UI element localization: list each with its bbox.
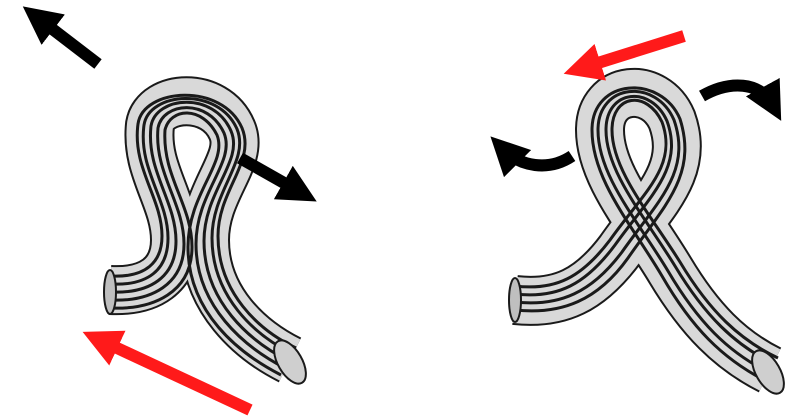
right-tube-stripe-1 [514,98,779,360]
arrow-black-curved-left [490,136,576,178]
right-tube-stripe-2 [514,95,775,366]
arrow-black-curved-right [699,77,782,121]
right-tube-stripe-3 [514,89,769,374]
left-tube-stripe-3 [109,100,290,363]
right-tube-fill [512,70,781,391]
right-tube-stripe-4 [514,86,765,382]
left-tube-stripe-5 [109,111,282,377]
twisted-loop-figure [490,30,785,395]
left-tube-stripe-1 [109,93,297,350]
right-tube-end-cap [751,349,785,395]
arrow-black-up-left [22,6,102,69]
left-tube-start-cap [103,269,117,315]
arrow-red-left [563,30,686,81]
left-tube-stripe-4 [109,106,286,370]
left-tube-stripe-2 [109,97,294,356]
arrow-black-down-right [237,152,317,202]
untwisted-loop-figure [22,6,317,416]
arrow-red-up-left [82,330,253,416]
left-tube-end-cap [273,339,307,385]
right-tube-start-cap [508,277,522,323]
